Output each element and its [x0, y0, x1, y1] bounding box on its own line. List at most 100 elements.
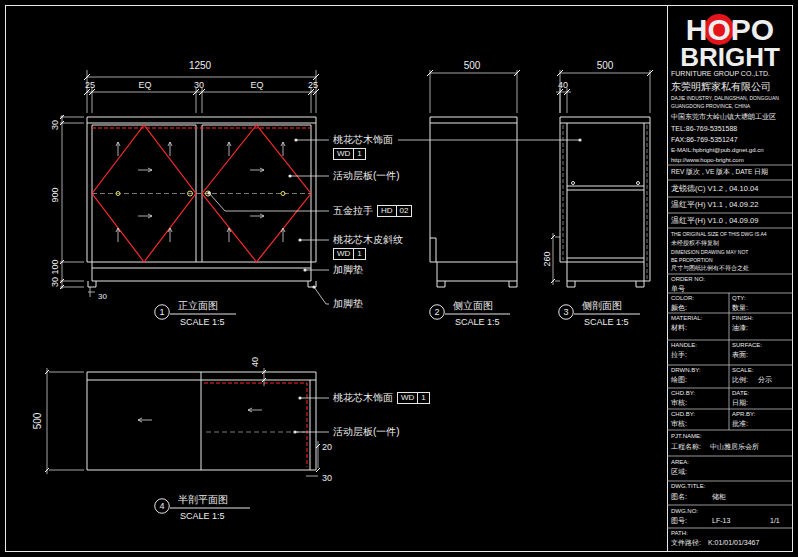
text-holder: K:01/01/01/3467 — [708, 539, 759, 546]
dimension-text: 900 — [51, 187, 60, 202]
dimension-text: 500 — [464, 61, 481, 71]
title-block-text: 工程名称: — [671, 443, 701, 450]
title-block-text: PJT.NAME: — [671, 433, 702, 439]
text-holder: SURFACE: — [732, 342, 762, 348]
text-holder: 20 — [322, 443, 332, 452]
text-holder: APR.BY: — [732, 411, 755, 417]
title-block-text: DATE: — [732, 390, 749, 396]
leader-dot — [312, 285, 315, 288]
dimension-line — [60, 70, 316, 289]
text-holder: SCALE: — [732, 367, 753, 373]
text-holder: 40 — [251, 357, 260, 367]
callout-text: 活动层板(一件) — [333, 171, 400, 181]
title-block-text: 中山雅居乐会所 — [710, 443, 759, 450]
shelf-pin — [572, 182, 575, 185]
text-holder: 工程名称: — [671, 443, 701, 450]
shelf-pin — [281, 192, 285, 196]
text-holder: 活动层板(一件) — [333, 427, 400, 437]
text-holder: 桃花芯木皮斜纹 — [333, 235, 403, 245]
material-tag: WD1 — [333, 248, 366, 260]
text-holder: SCALE 1:5 — [180, 512, 225, 521]
dimension-text: EQ — [138, 81, 151, 90]
text-holder: 温红平(H) V1.0 , 04.09.09 — [671, 217, 758, 225]
text-holder: 比例: — [732, 376, 748, 383]
material-tag: HD02 — [377, 205, 412, 217]
title-block-text: 审核: — [671, 399, 687, 406]
title-block-text: DRWN.BY: — [671, 367, 701, 373]
title-block-text: 材料: — [671, 324, 687, 331]
text-holder: SCALE 1:5 — [180, 318, 225, 327]
text-holder: 数量: — [732, 304, 748, 311]
text-holder: 25 — [308, 81, 318, 90]
view-number-circle: 2 — [429, 304, 445, 320]
leader-dot — [298, 396, 301, 399]
text-holder: 油漆: — [732, 324, 748, 331]
callout-text: 桃花芯木饰面 — [333, 393, 393, 403]
text-holder: DWG.NO: — [671, 508, 698, 514]
title-block-text: 表面: — [732, 351, 748, 358]
view-number: 4 — [159, 502, 164, 511]
title-block-text: COLOR: — [671, 295, 694, 301]
text-holder: 加脚垫 — [333, 265, 363, 275]
text-holder: EQ — [250, 81, 263, 90]
text-holder: REV 版次 , VE 版本 , DATE 日期 — [671, 169, 768, 176]
text-holder: 1/1 — [770, 517, 780, 524]
text-holder: GUANGDONG PROVINCE, CHINA — [671, 104, 750, 109]
text-holder: 260 — [543, 251, 552, 266]
title-block-text: E-MAIL:hpbright@pub.dgnet.gd.cn — [671, 147, 763, 153]
title-block-text: SCALE: — [732, 367, 753, 373]
title-block-text: MATERIAL: — [671, 315, 702, 321]
side-elevation-outline — [430, 117, 517, 287]
text-holder: 侧剖面图 — [582, 301, 622, 311]
circle-outline — [155, 305, 170, 320]
text-holder: 绘图: — [671, 376, 687, 383]
title-block-border — [667, 6, 668, 552]
title-block-text: BE PROPORTION — [671, 258, 713, 263]
text-holder: 单号 — [671, 285, 685, 292]
text-holder: 半剖平面图 — [178, 495, 228, 505]
callout-text: 桃花芯木皮斜纹 — [333, 235, 403, 245]
text-holder: MATERIAL: — [671, 315, 702, 321]
circle-outline — [155, 499, 170, 514]
text-holder: SCALE 1:5 — [584, 318, 629, 327]
text-holder: PATH: — [671, 530, 688, 536]
text-holder: E-MAIL:hpbright@pub.dgnet.gd.cn — [671, 147, 763, 153]
view-number: 2 — [434, 308, 439, 317]
text-holder: 30 — [51, 277, 60, 287]
text-holder: 材料: — [671, 324, 687, 331]
text-holder: AREA: — [671, 459, 689, 465]
title-block-text: GUANGDONG PROVINCE, CHINA — [671, 104, 750, 109]
dimension-tick — [551, 70, 653, 283]
title-block-text: DWG.TITLE: — [671, 483, 705, 489]
title-block-text: DAJIE INDUSTRY, DALINGSHAN, DONGGUAN — [671, 96, 779, 101]
leader-dot — [303, 268, 306, 271]
title-block-text: 绘图: — [671, 376, 687, 383]
title-block-text: QTY: — [732, 295, 746, 301]
view-number: 3 — [563, 308, 568, 317]
callout-text: 桃花芯木饰面 — [333, 135, 393, 145]
text-holder: HOPO — [686, 15, 774, 45]
dimension-text: 20 — [322, 443, 332, 452]
dimension-text: 30 — [51, 120, 60, 130]
title-block-text: 温红平(H) V1.1 , 04.09.22 — [671, 201, 758, 209]
text-holder: 桃花芯木饰面 — [333, 393, 393, 403]
title-block-text: ORDER NO: — [671, 276, 705, 282]
hidden-line — [204, 383, 307, 467]
dimension-tick — [60, 74, 319, 289]
dimension-text: EQ — [250, 81, 263, 90]
text-holder: 图名: — [671, 493, 687, 500]
title-block-text: THE ORIGINAL SIZE OF THIS DWG IS A4 — [671, 232, 767, 237]
caption-underline — [170, 314, 640, 508]
logo-text: HOPO — [686, 15, 774, 45]
text-holder: DRWN.BY: — [671, 367, 701, 373]
handle-symbol — [206, 191, 211, 196]
title-block-text: 图号: — [671, 517, 687, 524]
text-holder: 900 — [51, 187, 60, 202]
leader-dot — [293, 430, 296, 433]
dimension-line — [88, 287, 95, 297]
tag-code: HD — [378, 206, 396, 216]
callout-text: 加脚垫 — [333, 299, 363, 309]
title-block-text: 1/1 — [770, 517, 780, 524]
text-holder: BRIGHT — [680, 44, 780, 70]
